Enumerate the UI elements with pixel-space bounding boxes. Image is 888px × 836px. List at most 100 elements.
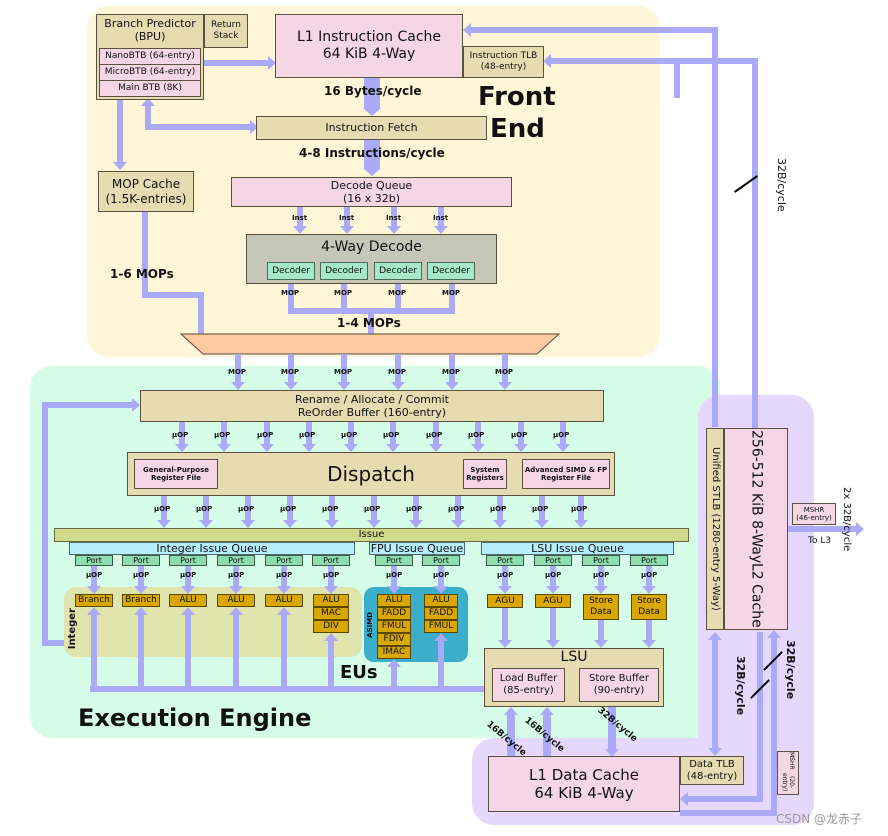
arrow-result — [91, 615, 97, 690]
l2-line1: L2 Cache — [748, 563, 765, 628]
eu-stack: Branch — [122, 594, 160, 607]
arrow-uop — [245, 496, 251, 520]
arrow-uop — [264, 422, 270, 444]
arrow-commit-loop-bottom — [42, 640, 68, 646]
mop-label: MOP — [442, 368, 461, 376]
issue-label: Issue — [358, 529, 385, 540]
arrow-head — [277, 607, 291, 615]
arrow-head — [471, 444, 485, 452]
arrow-head — [387, 659, 401, 667]
inst-label: Inst — [386, 214, 402, 222]
uop-label: µOP — [593, 571, 610, 579]
mop-label: MOP — [281, 289, 300, 297]
arrow-head — [680, 792, 688, 806]
fpu-issue-queue: FPU Issue Queue — [369, 542, 465, 555]
arrow-head — [324, 586, 338, 594]
eu-stack: ALU — [217, 594, 255, 607]
arrow-head — [386, 444, 400, 452]
arrow-l1d-load1 — [507, 715, 515, 757]
arrow-head — [175, 444, 189, 452]
uop-label: µOP — [545, 571, 562, 579]
execution-unit-alu: ALU — [377, 594, 411, 607]
arrow-head — [283, 520, 297, 528]
arrow-head — [514, 444, 528, 452]
arrow-head — [708, 632, 722, 640]
l2-mshr-line1: MSHR — [803, 505, 825, 514]
mop-cache-line2: (1.5K-entries) — [105, 191, 187, 206]
arrow-uop — [138, 566, 144, 588]
arrow-head — [556, 444, 570, 452]
arrow-head — [132, 398, 140, 412]
mop-label: MOP — [388, 289, 407, 297]
arrow-head — [391, 382, 405, 390]
arrow-uop — [390, 422, 396, 444]
l2-l1d-bandwidth-b: 32B/cycle — [784, 640, 797, 700]
arrow-head — [493, 520, 507, 528]
port: Port — [122, 555, 160, 566]
arrow-lsu — [598, 620, 604, 640]
port: Port — [265, 555, 303, 566]
execution-unit-lsu: AGU — [535, 594, 571, 608]
arrow-uop — [475, 422, 481, 444]
arrow-mop-rob — [235, 354, 241, 384]
port-label: Port — [641, 555, 657, 565]
arrow-head — [594, 640, 608, 648]
store-buffer-line1: Store Buffer — [589, 673, 649, 684]
arrow-head — [434, 633, 448, 641]
arrow-head — [268, 56, 276, 70]
execution-unit-alu: ALU — [169, 594, 207, 607]
arrow-head — [302, 444, 316, 452]
arrow-head — [337, 382, 351, 390]
lsu-issue-queue: LSU Issue Queue — [481, 542, 674, 555]
arrow-mopcache-v2 — [198, 292, 204, 334]
data-tlb: Data TLB (48-entry) — [680, 756, 744, 785]
eu-label: Store — [589, 596, 613, 607]
instruction-fetch: Instruction Fetch — [256, 116, 487, 140]
arrow-l1d-l2-b-v — [771, 638, 777, 816]
fetch-bandwidth: 16 Bytes/cycle — [324, 84, 422, 98]
arrow-l2-to-l1i — [470, 27, 718, 33]
arrow-uop — [329, 496, 335, 520]
execution-unit-alu: ALU — [313, 594, 349, 607]
eu-label: AGU — [543, 595, 563, 606]
arrow-uop — [391, 566, 397, 588]
arrow-head — [642, 640, 656, 648]
arrow-head — [325, 520, 339, 528]
arrow-uop — [560, 422, 566, 444]
arrow-head — [293, 226, 307, 234]
arrow-mopcache-v1 — [142, 212, 148, 296]
front-end-title-2: End — [490, 114, 545, 144]
uop-label: µOP — [433, 571, 450, 579]
arrow-head — [134, 607, 148, 615]
decoder: Decoder — [267, 262, 315, 280]
arrow-head — [605, 749, 619, 757]
arrow-head — [157, 520, 171, 528]
port-label: Port — [86, 555, 102, 565]
btb-list: NanoBTB (64-entry) MicroBTB (64-entry) M… — [99, 48, 201, 97]
execution-unit-branch: Branch — [122, 594, 160, 607]
arrow-uop — [221, 422, 227, 444]
arrow-head — [113, 162, 127, 170]
simdrf-label: Advanced SIMD & FP Register File — [524, 465, 608, 482]
l2-mshr: MSHR (46-entry) — [792, 503, 836, 525]
l3-bandwidth: 2x 32B/cycle — [841, 487, 852, 552]
arrow-bpu-mopcache — [117, 100, 123, 162]
arrow-head — [451, 520, 465, 528]
uop-label: µOP — [299, 431, 316, 439]
decoder: Decoder — [320, 262, 368, 280]
arrow-mop — [395, 284, 401, 314]
l1d-mshr-line1: MSHR — [788, 752, 796, 770]
arrow-lsu — [550, 608, 556, 640]
port-label: Port — [180, 555, 196, 565]
arrow-commit-loop-v — [42, 402, 48, 646]
execution-unit-mac: MAC — [313, 607, 349, 620]
arrow-mop — [288, 284, 294, 314]
l1i-line1: L1 Instruction Cache — [296, 29, 442, 46]
result-bus — [90, 686, 486, 692]
mop-label: MOP — [442, 289, 461, 297]
arrow-mop-rob — [502, 354, 508, 384]
arrow-uop — [348, 422, 354, 444]
arrow-head — [543, 54, 551, 68]
arrow-mop — [341, 284, 347, 314]
l2-cache: L2 Cache 256-512 KiB 8-Way — [724, 428, 788, 630]
